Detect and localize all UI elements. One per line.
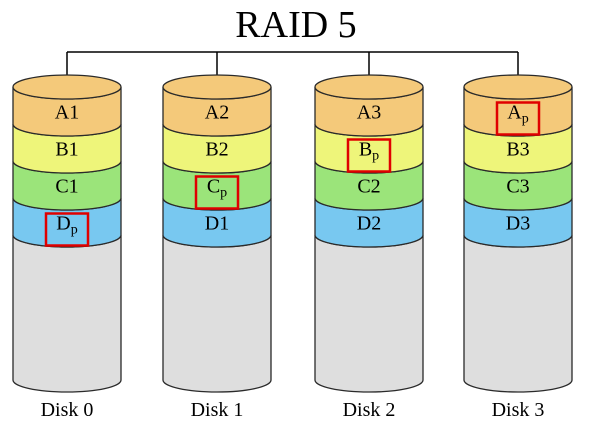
disk-free-space bbox=[463, 234, 573, 393]
controller-bus bbox=[66, 51, 519, 89]
parity-block-label: Cp bbox=[207, 176, 227, 201]
diagram-title: RAID 5 bbox=[235, 4, 356, 46]
block-letter: D bbox=[506, 213, 520, 235]
block-letter: A bbox=[55, 102, 70, 124]
block-index: 1 bbox=[69, 139, 79, 161]
disk-label: Disk 2 bbox=[343, 399, 396, 421]
parity-highlight-box bbox=[346, 138, 392, 173]
block-index: 2 bbox=[371, 176, 381, 198]
parity-subscript: p bbox=[372, 149, 379, 164]
parity-block-label: Bp bbox=[359, 139, 379, 164]
data-block-label: C3 bbox=[506, 176, 529, 198]
block-index: 3 bbox=[371, 102, 381, 124]
parity-highlight-box bbox=[44, 212, 90, 247]
data-block-label: D1 bbox=[205, 213, 229, 235]
parity-block-label: Ap bbox=[507, 102, 528, 127]
block-index: 2 bbox=[219, 139, 229, 161]
block-index: 3 bbox=[520, 213, 530, 235]
block-letter: D bbox=[56, 213, 70, 235]
disk-label: Disk 3 bbox=[492, 399, 545, 421]
disk-top-cap bbox=[162, 74, 272, 100]
parity-subscript: p bbox=[220, 186, 227, 201]
data-block-label: B2 bbox=[205, 139, 228, 161]
parity-highlight-box bbox=[495, 101, 541, 136]
block-letter: D bbox=[205, 213, 219, 235]
block-letter: C bbox=[357, 176, 370, 198]
parity-block-label: Dp bbox=[56, 213, 77, 238]
data-block-label: D2 bbox=[357, 213, 381, 235]
block-index: 1 bbox=[69, 176, 79, 198]
data-block-label: C2 bbox=[357, 176, 380, 198]
disk-free-space bbox=[162, 234, 272, 393]
block-letter: A bbox=[507, 102, 522, 124]
block-index: 1 bbox=[69, 102, 79, 124]
parity-subscript: p bbox=[71, 223, 78, 238]
disk-label: Disk 1 bbox=[191, 399, 244, 421]
data-block-label: A1 bbox=[55, 102, 79, 124]
disk-top-cap bbox=[463, 74, 573, 100]
block-index: 3 bbox=[520, 139, 530, 161]
disk-free-space bbox=[314, 234, 424, 393]
block-letter: B bbox=[205, 139, 218, 161]
block-index: 2 bbox=[219, 102, 229, 124]
block-letter: D bbox=[357, 213, 371, 235]
parity-subscript: p bbox=[522, 112, 529, 127]
block-index: 1 bbox=[219, 213, 229, 235]
block-letter: A bbox=[205, 102, 220, 124]
block-index: 3 bbox=[520, 176, 530, 198]
disk-top-cap bbox=[12, 74, 122, 100]
data-block-label: B1 bbox=[55, 139, 78, 161]
data-block-label: A3 bbox=[357, 102, 381, 124]
data-block-label: C1 bbox=[55, 176, 78, 198]
block-letter: B bbox=[55, 139, 68, 161]
block-letter: A bbox=[357, 102, 372, 124]
disk-label: Disk 0 bbox=[41, 399, 94, 421]
data-block-label: A2 bbox=[205, 102, 229, 124]
data-block-label: D3 bbox=[506, 213, 530, 235]
block-letter: B bbox=[506, 139, 519, 161]
block-letter: B bbox=[359, 139, 372, 161]
disk-top-cap bbox=[314, 74, 424, 100]
block-letter: C bbox=[506, 176, 519, 198]
data-block-label: B3 bbox=[506, 139, 529, 161]
parity-highlight-box bbox=[194, 175, 240, 210]
block-letter: C bbox=[55, 176, 68, 198]
block-letter: C bbox=[207, 176, 220, 198]
disk-free-space bbox=[12, 234, 122, 393]
block-index: 2 bbox=[371, 213, 381, 235]
